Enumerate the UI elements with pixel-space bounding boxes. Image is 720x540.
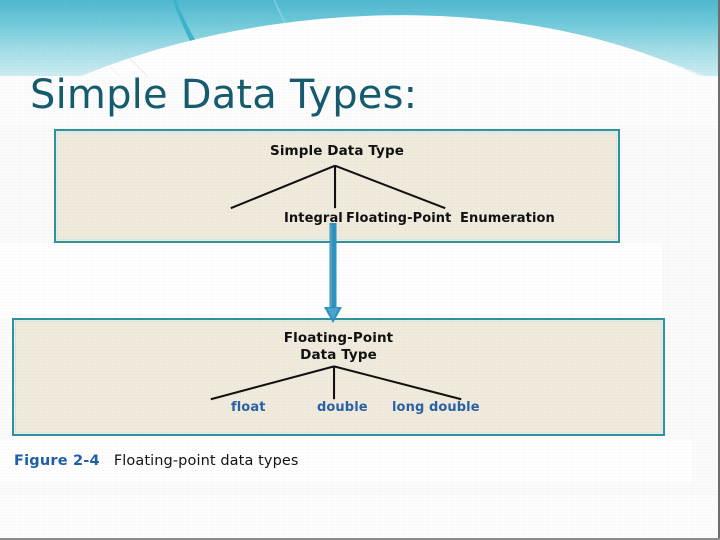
- tree-connector-lines: [210, 365, 462, 401]
- tree-connector-lines: [230, 164, 446, 210]
- down-arrow-icon: [324, 223, 342, 323]
- tree-leaf-floating-point: Floating-Point: [346, 211, 452, 226]
- figure-paper-band-lower: [0, 440, 692, 482]
- tree-leaf-enumeration: Enumeration: [460, 211, 555, 226]
- tree-root-label-line2: Data Type: [300, 347, 377, 363]
- tree-leaf-long-double: long double: [392, 400, 480, 415]
- slide-bottom-edge: [0, 538, 720, 540]
- tree-leaf-integral: Integral: [284, 211, 343, 226]
- tree-leaf-double: double: [317, 400, 368, 415]
- figure-caption: Figure 2-4 Floating-point data types: [14, 450, 299, 469]
- slide-header-decoration: [0, 0, 720, 76]
- tree-root-label-group: Floating-Point Data Type: [14, 330, 663, 364]
- figure-number: Figure 2-4: [14, 453, 100, 469]
- figure-image: Simple Data Type Integral Floating-Point…: [0, 125, 716, 495]
- diagram-box-simple-data-type: Simple Data Type Integral Floating-Point…: [54, 129, 620, 243]
- slide-title: Simple Data Types:: [30, 72, 418, 118]
- hairline-swoosh-icon: [36, 0, 720, 76]
- diagram-box-floating-point-data-type: Floating-Point Data Type float double lo…: [12, 318, 665, 436]
- figure-caption-text: Floating-point data types: [113, 453, 299, 469]
- tree-leaf-float: float: [231, 400, 266, 415]
- tree-root-label-line1: Floating-Point: [283, 330, 394, 346]
- slide-right-edge: [718, 0, 720, 540]
- tree-root-label: Simple Data Type: [270, 143, 404, 159]
